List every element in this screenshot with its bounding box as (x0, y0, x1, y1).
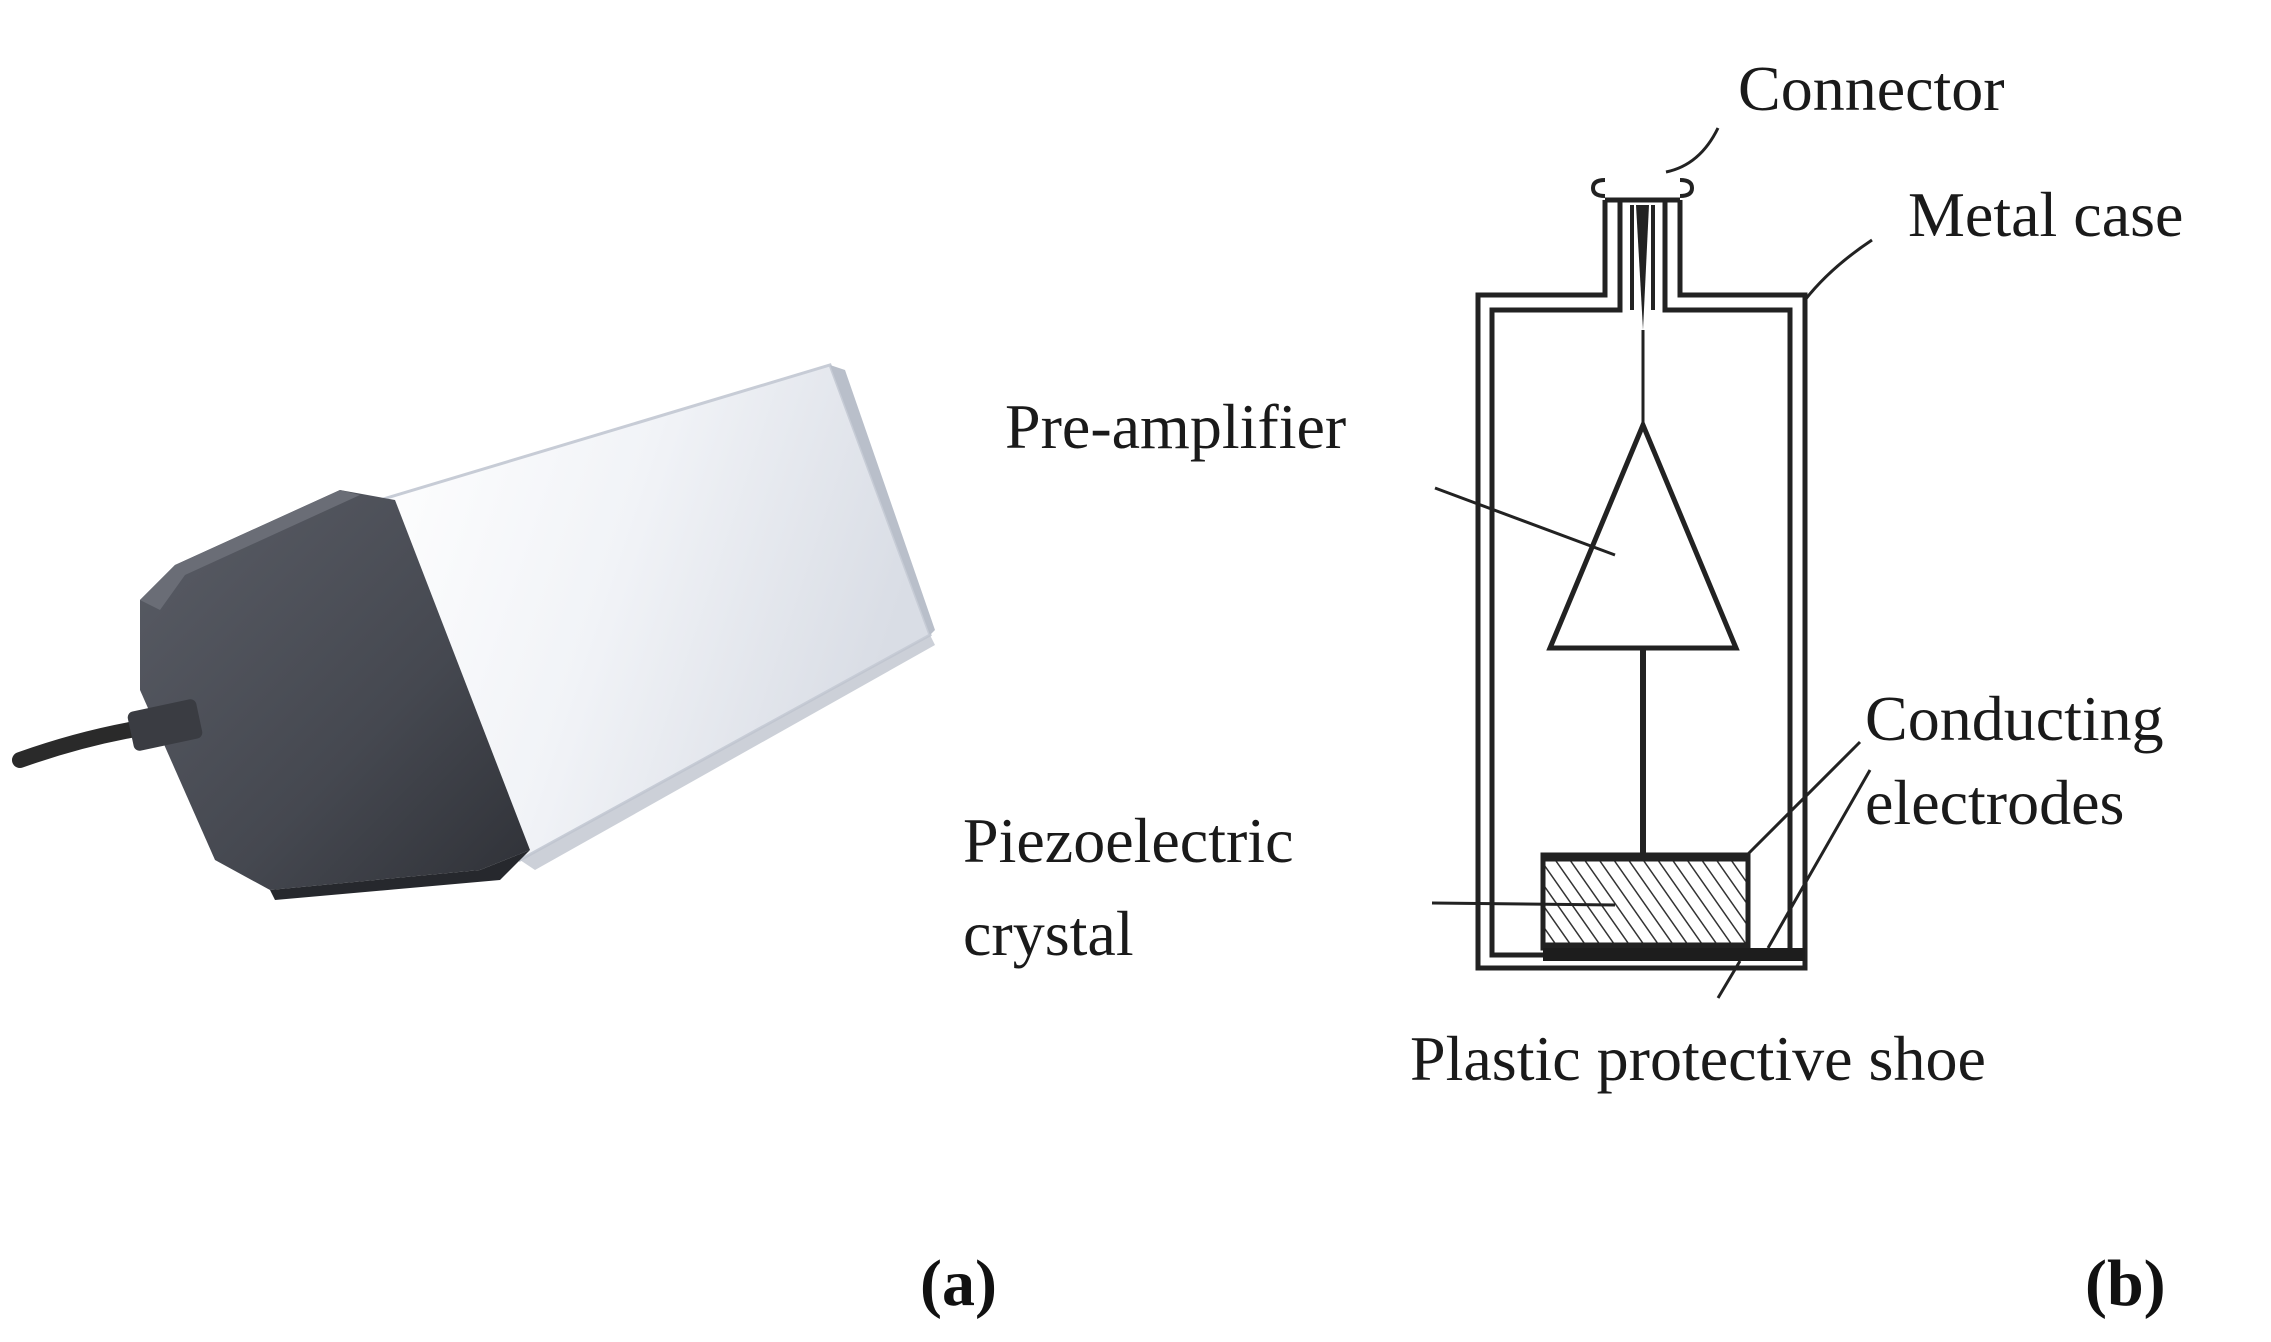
connector (1590, 178, 1695, 425)
schematic (1475, 178, 1808, 971)
protective-shoe (1543, 948, 1805, 961)
label-conducting: Conducting (1865, 683, 2164, 754)
panel-b-label: (b) (2085, 1247, 2166, 1320)
piezoelectric-crystal (1540, 852, 1751, 951)
label-shoe: Plastic protective shoe (1410, 1023, 1986, 1094)
panel-a-label: (a) (920, 1247, 997, 1320)
label-pre-amplifier: Pre-amplifier (1005, 391, 1346, 462)
label-crystal: crystal (963, 898, 1134, 969)
pre-amplifier-symbol (1546, 418, 1740, 651)
metal-case (1475, 200, 1808, 971)
sensor-photo (12, 363, 935, 900)
label-piezoelectric: Piezoelectric (963, 805, 1293, 876)
label-connector: Connector (1738, 53, 2005, 124)
label-metal-case: Metal case (1908, 179, 2183, 250)
sensor-housing (140, 490, 530, 890)
label-electrodes: electrodes (1865, 767, 2124, 838)
sensor-strain-relief (127, 699, 203, 751)
leader-lines (1431, 127, 1873, 999)
